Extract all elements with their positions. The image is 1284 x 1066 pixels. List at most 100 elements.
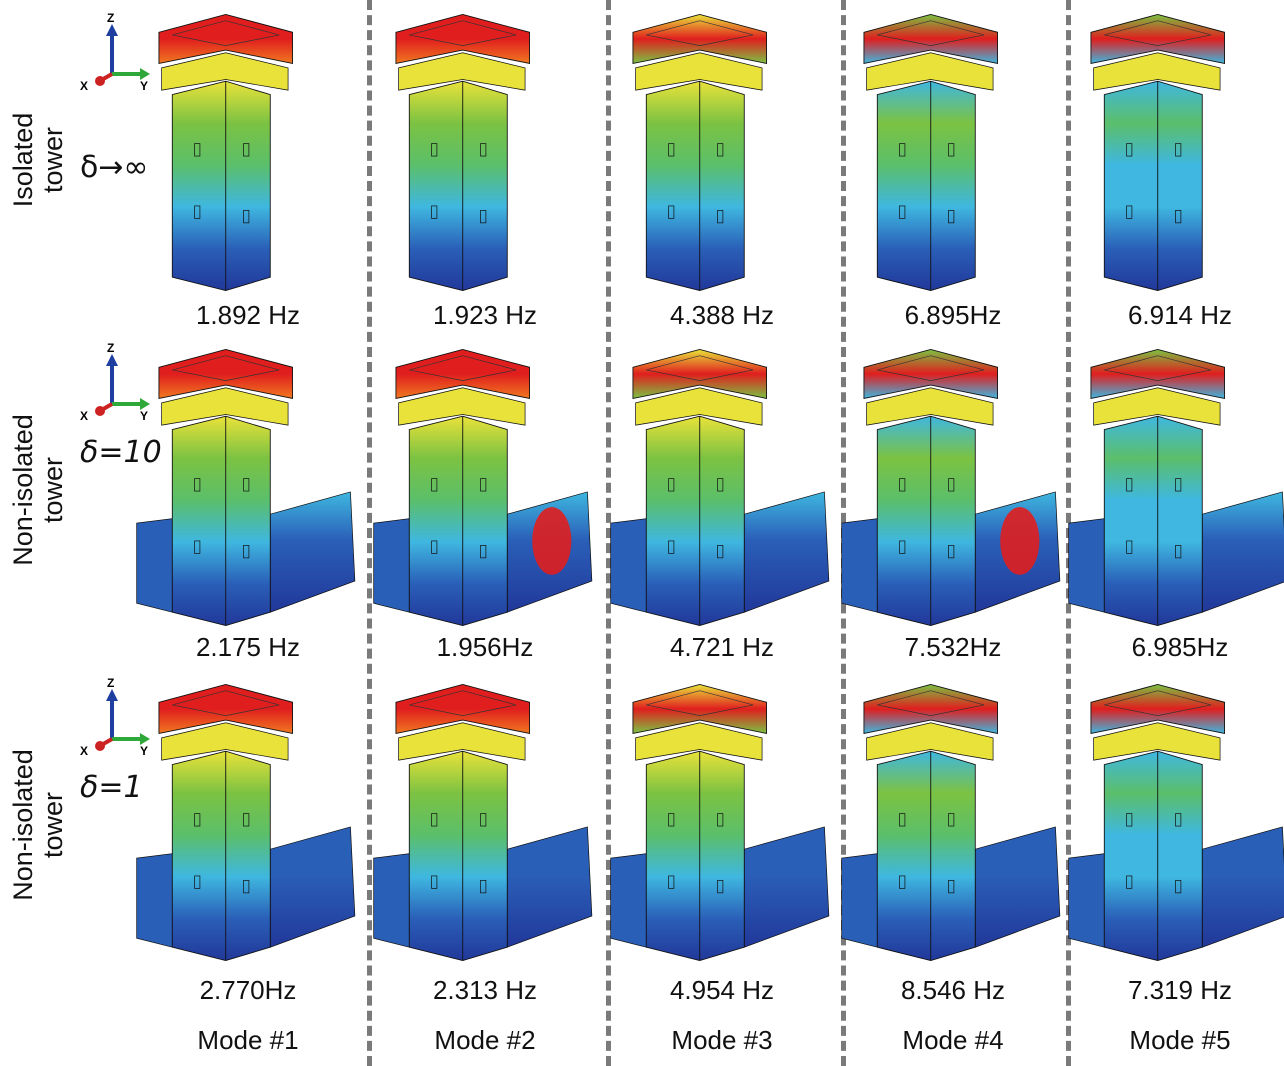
tower-model (632, 13, 767, 292)
window-icon (899, 875, 906, 889)
tower-model (1068, 683, 1284, 962)
wall-left (373, 853, 410, 948)
frequency-label: 6.985Hz (1131, 632, 1229, 662)
tower-crown (632, 13, 767, 64)
crown-inner (877, 690, 985, 716)
frequency-label: 1.892 Hz (195, 300, 301, 330)
window-icon (1175, 478, 1182, 492)
axis-x-label: X (80, 79, 88, 92)
crown-inner (409, 20, 517, 46)
tower-crown (632, 348, 767, 399)
window-icon (194, 875, 201, 889)
wall-left (841, 518, 878, 613)
frequency-label: 6.895Hz (904, 300, 1002, 330)
frequency-label: 1.923 Hz (432, 300, 538, 330)
axis-z-label: Z (107, 12, 114, 25)
axis-z-label: Z (107, 677, 114, 690)
tower-model (373, 348, 593, 627)
tower-model (395, 13, 530, 292)
window-icon (899, 143, 906, 157)
wall-right (743, 491, 830, 613)
window-icon (717, 545, 724, 559)
tower-shaft (408, 415, 508, 627)
window-icon (243, 813, 250, 827)
tower-corbels (866, 52, 994, 91)
mode-shape-cell (841, 348, 1061, 627)
axis-y-label: Y (140, 79, 148, 92)
window-icon (1175, 813, 1182, 827)
window-icon (431, 478, 438, 492)
tower-corbels (1093, 387, 1221, 426)
wall-left (373, 518, 410, 613)
tower-crown (1090, 348, 1225, 399)
tower-crown (1090, 13, 1225, 64)
wall-left (136, 853, 173, 948)
tower-shaft (876, 415, 976, 627)
wall-right (506, 826, 593, 948)
frequency-label: 2.175 Hz (195, 632, 301, 662)
tower-model (841, 683, 1061, 962)
mode-shape-cell (841, 683, 1061, 962)
window-icon (194, 143, 201, 157)
window-icon (899, 205, 906, 219)
tower-crown (1090, 683, 1225, 734)
window-icon (431, 875, 438, 889)
tower-model (610, 683, 830, 962)
wall-left (1068, 518, 1105, 613)
tower-model (136, 348, 356, 627)
tower-shaft (171, 415, 271, 627)
window-icon (431, 143, 438, 157)
mode-shape-cell (158, 13, 293, 292)
axis-z-label: Z (107, 342, 114, 355)
wall-left (1068, 853, 1105, 948)
window-icon (1126, 478, 1133, 492)
delta-label: δ=10 (80, 435, 162, 470)
window-icon (1175, 545, 1182, 559)
mode-shape-cell (610, 683, 830, 962)
mode-shape-cell (373, 348, 593, 627)
row-label-text: Non-isolated tower (8, 749, 68, 901)
tower-corbels (398, 722, 526, 761)
tower-crown (395, 13, 530, 64)
window-icon (717, 210, 724, 224)
tower-corbels (161, 722, 289, 761)
frequency-label: 8.546 Hz (900, 975, 1006, 1005)
tower-crown (158, 13, 293, 64)
mode-label: Mode #4 (902, 1025, 1004, 1055)
wall-right (743, 826, 830, 948)
crown-inner (646, 690, 754, 716)
frequency-label: 1.956Hz (436, 632, 534, 662)
window-icon (717, 880, 724, 894)
window-icon (899, 540, 906, 554)
mode-shape-cell (632, 13, 767, 292)
window-icon (1126, 205, 1133, 219)
crown-inner (1104, 355, 1212, 381)
tower-crown (863, 348, 998, 399)
window-icon (668, 813, 675, 827)
tower-shaft (645, 750, 745, 962)
tower-crown (863, 683, 998, 734)
wall-right (269, 491, 356, 613)
tower-model (841, 348, 1061, 627)
frequency-label: 2.770Hz (199, 975, 297, 1005)
delta-label: δ=1 (80, 770, 143, 805)
window-icon (1175, 880, 1182, 894)
window-icon (668, 478, 675, 492)
window-icon (717, 143, 724, 157)
window-icon (948, 880, 955, 894)
wall-right (269, 826, 356, 948)
crown-inner (409, 690, 517, 716)
tower-model (610, 348, 830, 627)
crown-inner (172, 690, 280, 716)
window-icon (243, 478, 250, 492)
window-icon (1126, 875, 1133, 889)
window-icon (668, 143, 675, 157)
window-icon (948, 143, 955, 157)
frequency-label: 4.721 Hz (669, 632, 775, 662)
mode-shape-cell (1068, 348, 1284, 627)
mode-label: Mode #1 (197, 1025, 299, 1055)
window-icon (480, 545, 487, 559)
mode-shape-cell (1068, 683, 1284, 962)
